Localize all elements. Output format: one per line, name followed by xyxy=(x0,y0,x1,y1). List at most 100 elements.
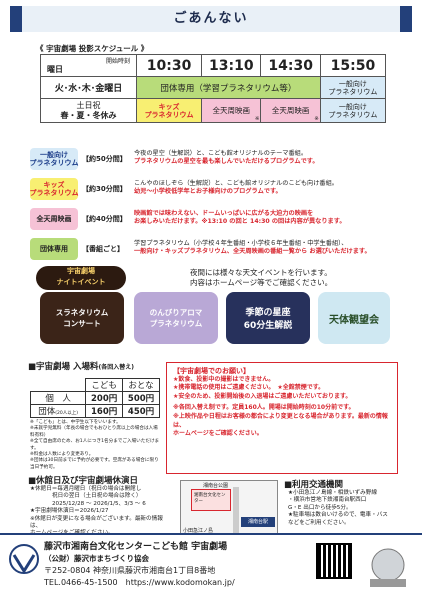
night-event-text: 夜間には様々な天文イベントを行います。内容はホームページ等でご確認ください。 xyxy=(190,268,332,288)
access-map: 湘南台公園 湘南台文化センター 湘南台駅 小田急江ノ島 xyxy=(180,480,278,534)
access-line: G・E 出口から徒歩5分。 xyxy=(288,504,352,511)
fullsky-slot-1: 全天周映画※ xyxy=(201,98,262,123)
fee-note-line: ※団体は30日前までに予約が必要です。空席がある場合に限り当日予約可。 xyxy=(30,458,159,470)
footer-contact: TEL.0466-45-1500 https://www.kodomokan.j… xyxy=(44,577,235,588)
fee-note-line: ※未就学児無料（年長の場合でもおひとり席以上の場合は入場料有料） xyxy=(30,426,158,438)
footer-address: 〒252-0804 神奈川県藤沢市湘南台1丁目8番地 xyxy=(44,566,216,575)
header-cell: 開始時刻 曜日 xyxy=(40,54,137,77)
hours-line: ★休館日＝毎週月曜日（祝日の場合は開館し xyxy=(30,486,142,492)
event-seasonal: 季節の星座 60分生解説 xyxy=(226,292,310,344)
fullsky-slot-2: 全天周映画 ※ xyxy=(260,98,321,123)
notice-line: ★飲食、投影中の撮影はできません。 xyxy=(173,375,275,383)
desc-line: 今夜の星空（生解説）と、こども館オリジナルのテーマ番組。 xyxy=(134,150,308,157)
program-desc: こんやのほしぞら（生解説）と、こども館オリジナルのこども向け番組。幼児～小学校低… xyxy=(134,180,396,196)
desc-line: こんやのほしぞら（生解説）と、こども館オリジナルのこども向け番組。 xyxy=(134,180,338,187)
fullsky-label-1: 全天周映画 xyxy=(212,106,251,115)
fee-cell: 500円 xyxy=(122,391,160,405)
fee-note: (各回入替え) xyxy=(98,364,135,371)
notice-line: ※各回入替え制です。定員160人。開場は開始時刻の10分前です。 xyxy=(173,404,355,412)
fee-row-note: (20人以上) xyxy=(55,411,78,416)
schedule-table: 開始時刻 曜日 10:30 13:10 14:30 15:50 火･水･木･金曜… xyxy=(40,54,387,123)
fee-cell: 200円 xyxy=(85,391,124,405)
footer-title: 藤沢市湘南台文化センターこども館 宇宙劇場 xyxy=(44,542,228,552)
desc-line: 映画館では味わえない、ドームいっぱいに広がる大迫力の映画を xyxy=(134,210,314,217)
fee-note-line: ※全て自由席のため、お1人につき1名分までご入場いただけます。 xyxy=(30,439,160,451)
badge-line: ナイトイベント xyxy=(56,278,106,286)
fullsky-label-2: 全天周映画 xyxy=(271,106,310,115)
day-label: 曜日 xyxy=(47,65,63,74)
program-group: 団体専用 【番組ごと】 学習プラネタリウム（小学校４年生番組・小学校６年生番組・… xyxy=(30,238,396,260)
time-1: 10:30 xyxy=(135,54,203,77)
notice-title: 【宇宙劇場でのお願い】 xyxy=(173,367,250,375)
access-text: ★小田急江ノ島線・相鉄いずみ野線 ・横浜市営地下鉄湘南台駅西口 G・E 出口から… xyxy=(288,490,408,527)
desc-line: 学習プラネタリウム（小学校４年生番組・小学校６年生番組・中学生番組）、 xyxy=(134,240,348,247)
weekday-label: 火･水･木･金曜日 xyxy=(40,76,137,99)
program-label: 全天周映画 xyxy=(30,208,78,230)
mark-1: ※ xyxy=(254,116,260,122)
hours-line: 2025/12/28 ～ 2026/1/5、3/3 ～ 6 xyxy=(52,500,146,507)
notice-line: ★携帯電話の使用はご遠慮ください。 ★全館禁煙です。 xyxy=(173,384,325,392)
fee-title-text: ■宇宙劇場 入場料 xyxy=(28,362,99,372)
general-slot-weekday: 一般向け プラネタリウム xyxy=(319,76,387,99)
time-3: 14:30 xyxy=(260,54,321,77)
map-road xyxy=(233,487,239,533)
time-4: 15:50 xyxy=(319,54,387,77)
desc-line: お楽しみいただけます。※13:10 の回と 14:30 の回は内容が異なります。 xyxy=(134,218,346,225)
time-2: 13:10 xyxy=(201,54,262,77)
page-title: ごあんない xyxy=(10,6,412,32)
program-general: 一般向け プラネタリウム 【約50分間】 今夜の星空（生解説）と、こども館オリジ… xyxy=(30,148,396,170)
fee-cell: 450円 xyxy=(122,404,160,418)
desc-line: プラネタリウムの星空を最も楽しんでいただけるプログラムです。 xyxy=(134,158,319,165)
program-duration: 【約50分間】 xyxy=(82,155,127,163)
notice-line: ※上映作品や日程はお客様の都合により変更となる場合があります。最新の情報は、 xyxy=(173,412,388,429)
schedule-subtitle: 《 宇宙劇場 投影スケジュール 》 xyxy=(36,44,149,53)
event-observation: 天体観望会 xyxy=(318,292,390,344)
night-event-badge: 宇宙劇場ナイトイベント xyxy=(36,266,126,290)
access-line: ★小田急江ノ島線・相鉄いずみ野線 xyxy=(288,490,377,496)
access-line: などをご利用ください。 xyxy=(288,519,350,526)
hours-title: ■休館日及び宇宙劇場休演日 xyxy=(28,476,139,486)
mark-2: ※ xyxy=(314,116,319,122)
footer-tel: TEL.0466-45-1500 xyxy=(44,578,118,587)
general-slot-weekend: 一般向け プラネタリウム xyxy=(319,98,387,123)
weekend-label-2: 春・夏・冬休み xyxy=(60,110,117,120)
hours-line: ※休館日が変更になる場合がございます。最新の情報は、 xyxy=(30,515,163,530)
start-label: 開始時刻 xyxy=(105,58,130,65)
theater-notice: 【宇宙劇場でのお願い】 ★飲食、投影中の撮影はできません。 ★携帯電話の使用はご… xyxy=(166,362,398,474)
fee-row-label: 個 人 xyxy=(29,391,87,405)
access-line: ★駐車場は数台いけるので、電車・バス xyxy=(288,512,388,519)
notice-line: ホームページをご確認ください。 xyxy=(173,430,263,438)
fee-note-line: ※料金は人数により変更あり。 xyxy=(30,452,94,458)
footer-url-link[interactable]: https://www.kodomokan.jp/ xyxy=(125,578,235,587)
city-logo-icon xyxy=(9,544,39,574)
program-duration: 【約40分間】 xyxy=(82,215,127,223)
event-concert: スラネタリウム コンサート xyxy=(40,292,124,344)
map-park: 湘南台公園 xyxy=(203,483,229,489)
map-railway: 小田急江ノ島 xyxy=(183,528,214,534)
access-line: ・横浜市営地下鉄湘南台駅西口 xyxy=(288,497,367,504)
fee-row-label: 団体(20人以上) xyxy=(29,404,87,418)
access-title: ■利用交通機関 xyxy=(284,480,344,490)
program-duration: 【約30分間】 xyxy=(82,185,127,193)
planetarium-building-icon xyxy=(370,548,406,587)
program-label: キッズ プラネタリウム xyxy=(30,178,79,200)
kids-slot: キッズ プラネタリウム xyxy=(135,98,203,123)
night-line: 内容はホームページ等でご確認ください。 xyxy=(190,278,333,287)
weekend-label-1: 土日祝 xyxy=(76,100,101,110)
hours-line: 祝日の翌日（土日祝の場合は除く） xyxy=(52,493,142,500)
notice-line: ★安全のため、投影開始後の入退場はご遠慮いただいております。 xyxy=(173,392,352,400)
program-label: 団体専用 xyxy=(30,238,78,260)
program-duration: 【番組ごと】 xyxy=(82,245,124,253)
program-label: 一般向け プラネタリウム xyxy=(30,148,79,170)
program-desc: 学習プラネタリウム（小学校４年生番組・小学校６年生番組・中学生番組）、一般向け・… xyxy=(134,240,396,256)
fee-note-line: ※「こども」とは、中学生以下をいいます。 xyxy=(30,420,121,425)
weekend-label: 土日祝春・夏・冬休み xyxy=(40,98,137,123)
event-aroma: のんびりアロマ プラネタリウム xyxy=(134,292,218,344)
footer: 藤沢市湘南台文化センターこども館 宇宙劇場 （公財）藤沢市まちづくり協会 〒25… xyxy=(0,533,422,596)
qr-code-icon[interactable] xyxy=(316,543,352,579)
fee-notes: ※「こども」とは、中学生以下をいいます。 ※未就学児無料（年長の場合でもおひとり… xyxy=(30,420,162,471)
fee-cell: 160円 xyxy=(85,404,124,418)
fee-header: おとな xyxy=(122,378,160,392)
fee-row-text: 団体 xyxy=(38,407,56,417)
